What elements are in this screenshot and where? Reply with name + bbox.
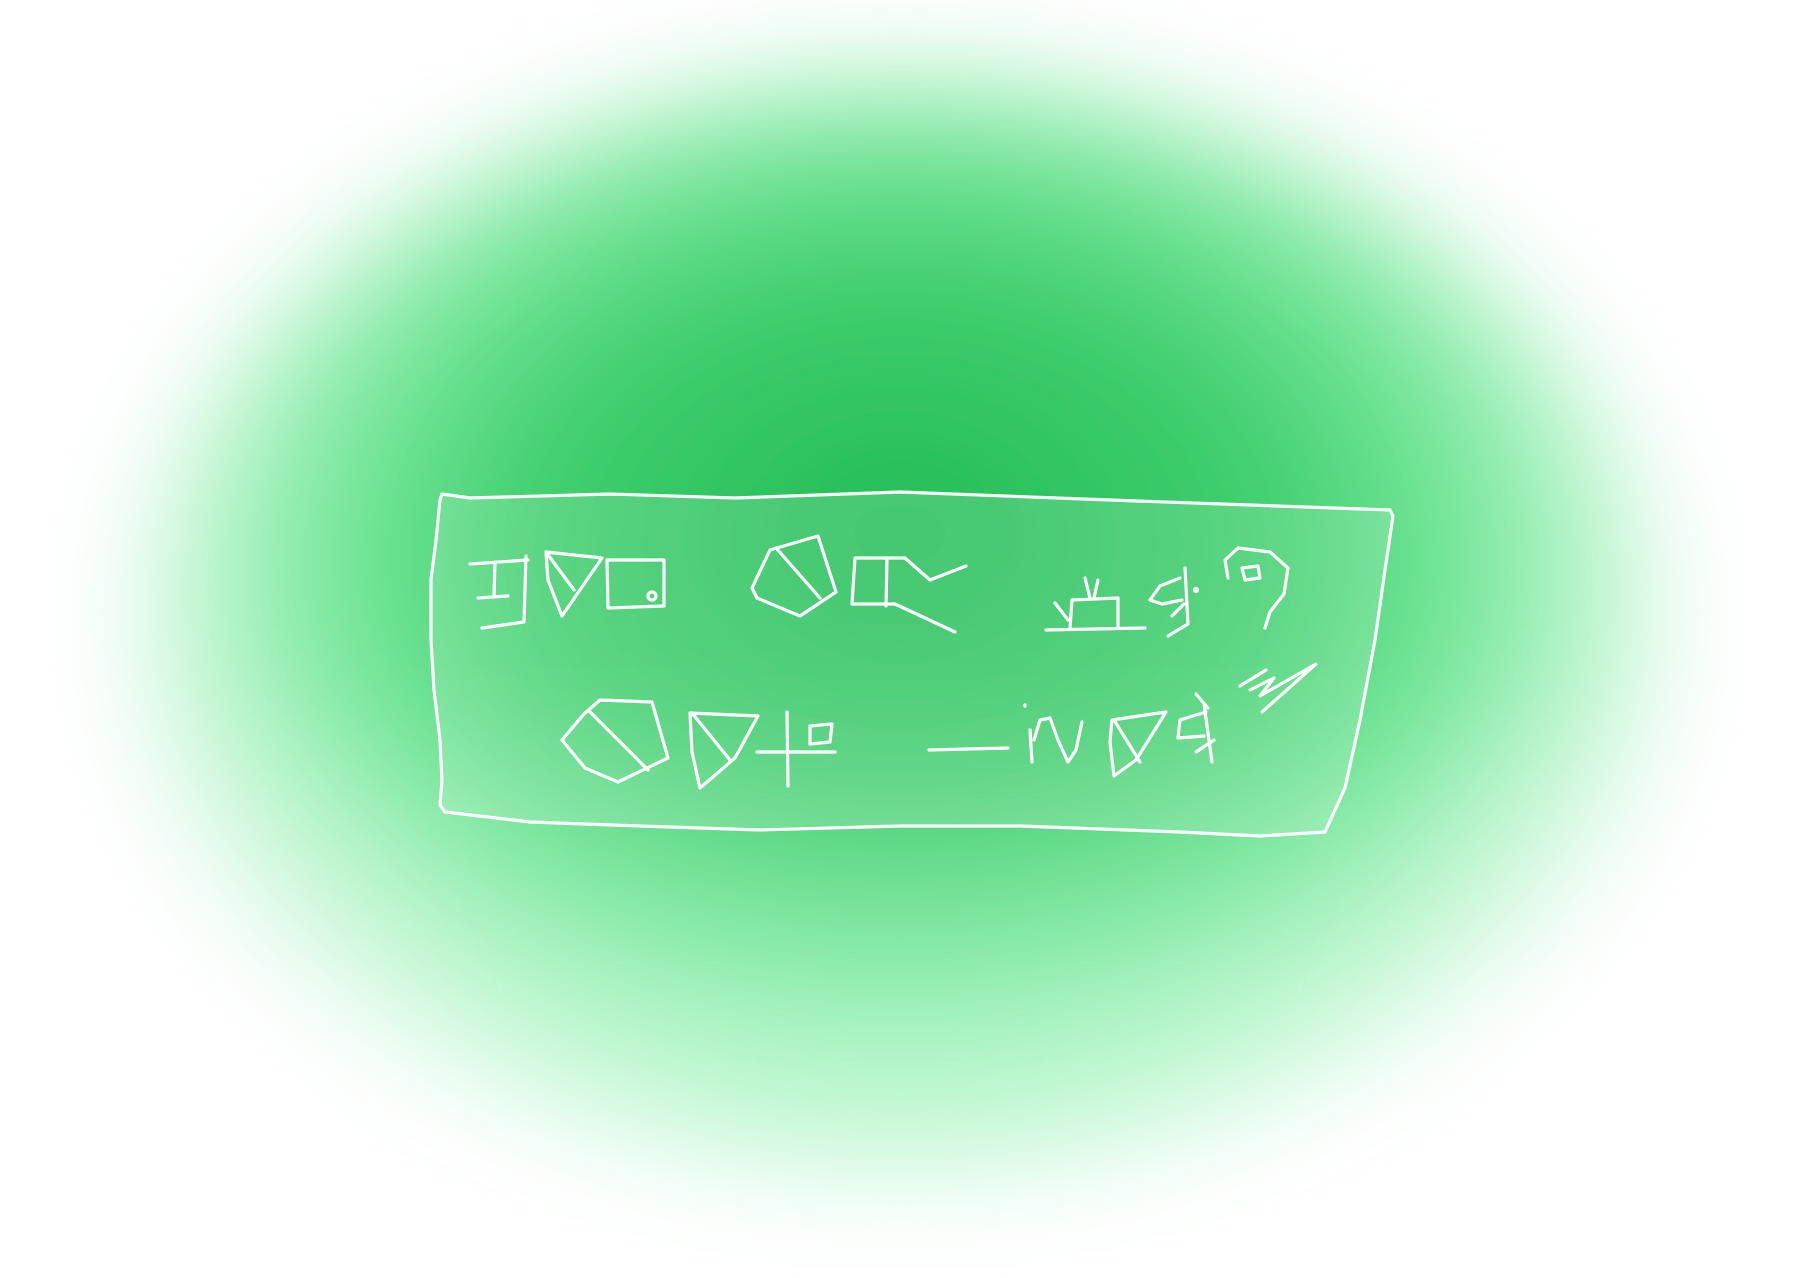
glyph-dot [646, 590, 658, 602]
glyph-group-1 [468, 550, 666, 630]
glyph-loop-hash-2 [1176, 692, 1216, 764]
glyph-small-dot [1192, 586, 1200, 594]
glyph-box-hook [850, 556, 968, 634]
glyph-big-pentagon [560, 698, 670, 784]
glyph-triangle-split [544, 550, 604, 618]
glyph-curl-hook [1223, 546, 1290, 630]
glyph-wave [1023, 703, 1084, 764]
glyph-loop-hash [1148, 566, 1190, 638]
glyph-cross-box [755, 710, 837, 788]
glyph-pentagon-split [750, 534, 838, 618]
glyph-zigzag-spark [1238, 662, 1318, 714]
glyph-base-figure [1044, 576, 1147, 632]
glyph-group-3 [1044, 546, 1290, 638]
sign-panel-outline [429, 490, 1395, 838]
glyph-triangle-split-3 [1108, 710, 1168, 778]
glyph-group-5 [927, 662, 1318, 778]
glyph-group-2 [750, 534, 968, 634]
glyph-box-dot [605, 558, 666, 610]
glyph-triangle-split-2 [688, 711, 760, 790]
glyph-dash [927, 746, 1010, 752]
sign-panel-fill [431, 492, 1393, 836]
glyph-group-4 [560, 698, 837, 790]
glyph-bracket-I [468, 554, 530, 630]
